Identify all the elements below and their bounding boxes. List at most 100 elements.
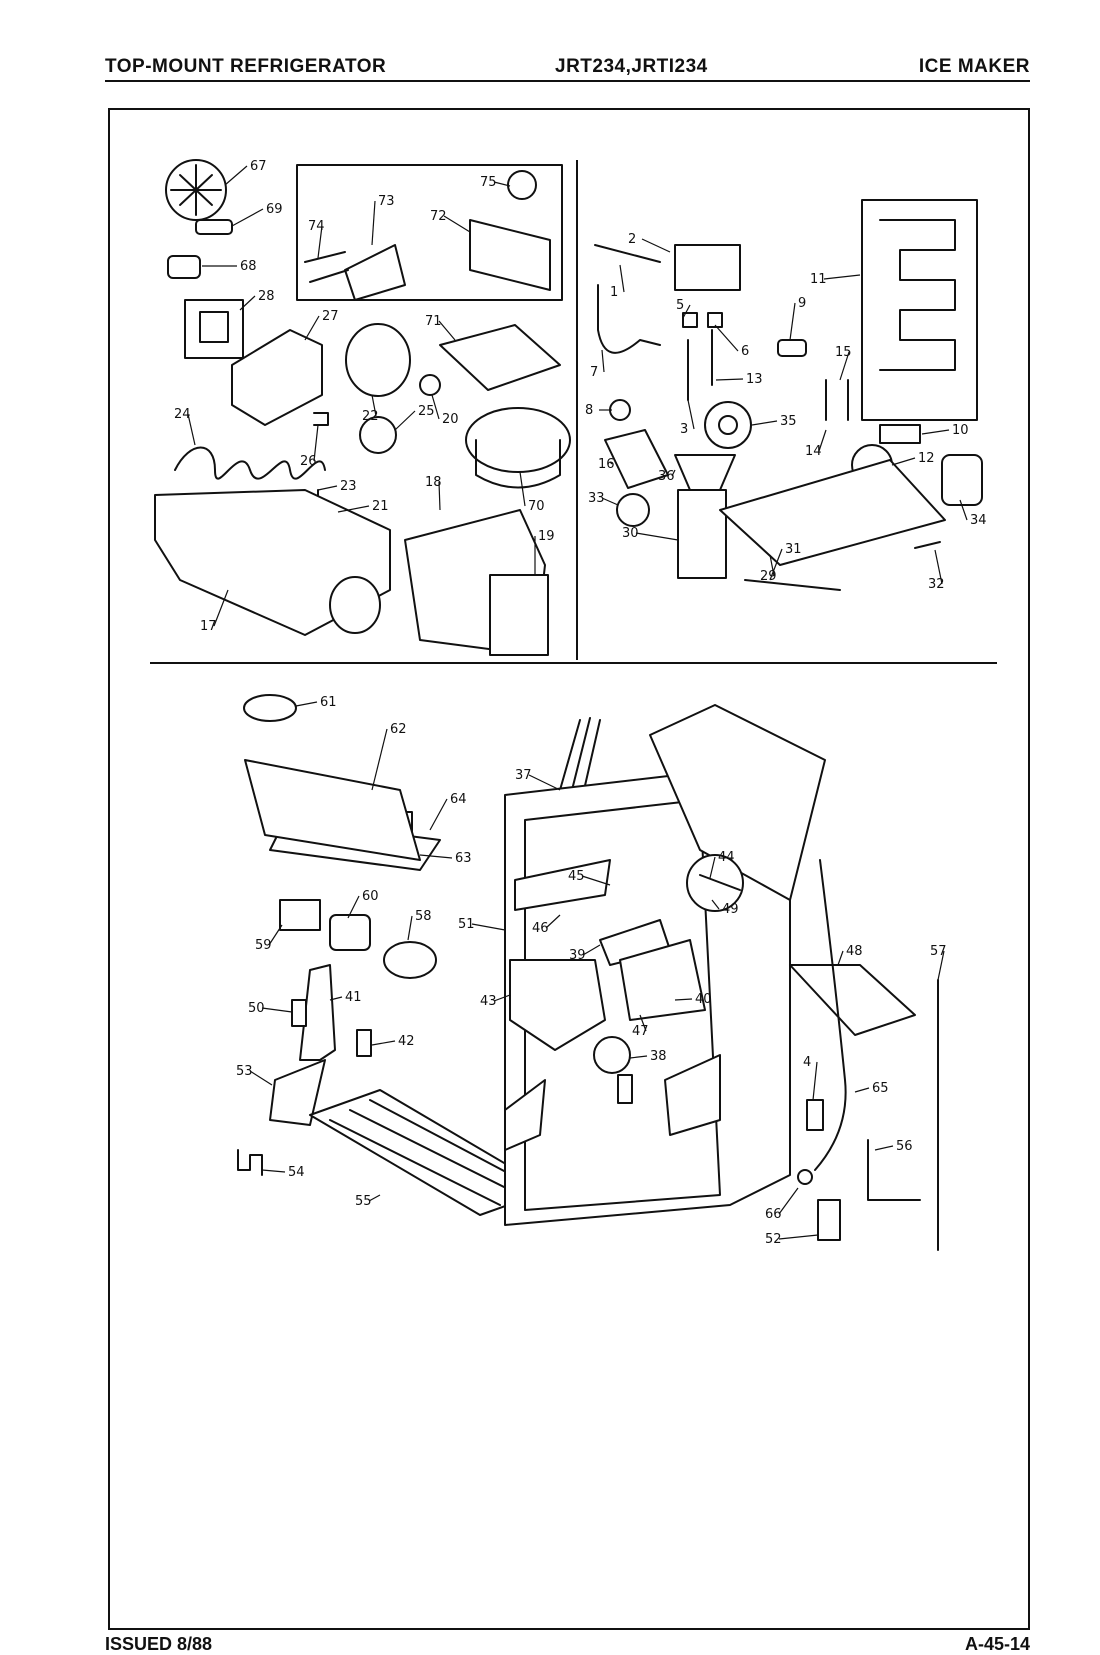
part-ice-bin-17: [154, 489, 391, 636]
callout-label-9: 9: [798, 296, 806, 311]
part-fitting-66: [817, 1199, 841, 1241]
callout-label-19: 19: [538, 529, 555, 544]
callout-leader-1: [619, 264, 625, 293]
callout-label-55: 55: [355, 1194, 372, 1209]
part-gear-67: [165, 159, 227, 221]
part-switch-68: [167, 255, 201, 279]
callout-label-45: 45: [568, 869, 585, 884]
callout-label-58: 58: [415, 909, 432, 924]
callout-leader-75: [493, 181, 511, 187]
part-gear-33: [616, 493, 650, 527]
callout-label-2: 2: [628, 232, 636, 247]
callout-label-62: 62: [390, 722, 407, 737]
part-gear-25: [359, 416, 397, 454]
part-hose-7: [597, 284, 661, 354]
callout-label-1: 1: [610, 285, 618, 300]
callout-leader-5: [682, 304, 691, 319]
footer-issued-date: ISSUED 8/88: [105, 1634, 213, 1654]
callout-leader-12: [891, 457, 916, 466]
header-title-left: TOP-MOUNT REFRIGERATOR: [105, 56, 387, 77]
callout-label-40: 40: [695, 992, 712, 1007]
callout-leader-13: [715, 378, 744, 381]
callout-leader-56: [874, 1145, 894, 1151]
part-bushing-20: [419, 374, 441, 396]
callout-label-17: 17: [200, 619, 217, 634]
part-ice-chute-upper: [649, 704, 826, 901]
part-nut-5: [682, 312, 698, 328]
callout-label-15: 15: [835, 345, 852, 360]
callout-label-20: 20: [442, 412, 459, 427]
callout-leader-71: [438, 320, 456, 341]
callout-leader-14: [818, 429, 827, 452]
part-tube-1: [594, 244, 661, 263]
callout-label-75: 75: [480, 175, 497, 190]
part-fill-cup-36: [674, 454, 736, 491]
callout-label-71: 71: [425, 314, 442, 329]
callout-leader-36: [671, 469, 676, 477]
callout-leader-23: [317, 485, 338, 491]
callout-label-67: 67: [250, 159, 267, 174]
callout-leader-2: [641, 238, 671, 253]
part-grommet-8: [609, 399, 631, 421]
part-flap-19: [489, 574, 549, 656]
part-shield-72: [469, 219, 551, 291]
header-model-numbers: JRT234,JRTI234: [555, 56, 708, 77]
callout-leader-70: [519, 471, 526, 507]
callout-leader-15: [839, 351, 850, 381]
callout-label-54: 54: [288, 1165, 305, 1180]
callout-leader-43: [493, 994, 511, 1002]
part-bushing-40: [593, 1036, 631, 1074]
part-mold-housing-70: [465, 407, 571, 489]
callout-leader-67: [224, 165, 248, 186]
callout-leader-48: [837, 950, 844, 966]
callout-label-64: 64: [450, 792, 467, 807]
callout-leader-59: [268, 924, 283, 946]
callout-label-53: 53: [236, 1064, 253, 1079]
part-motor-75: [507, 170, 537, 200]
part-switch-34: [941, 454, 983, 506]
part-bracket-49: [514, 859, 611, 911]
part-pad-42b: [504, 1079, 546, 1151]
callout-label-27: 27: [322, 309, 339, 324]
callout-leader-69: [231, 208, 264, 227]
callout-label-59: 59: [255, 938, 272, 953]
part-spring-53: [237, 1149, 263, 1176]
callout-label-48: 48: [846, 944, 863, 959]
part-valve-28: [184, 299, 244, 359]
callout-label-13: 13: [746, 372, 763, 387]
callout-leader-55: [368, 1194, 381, 1202]
part-heater-coil-24: [174, 446, 326, 480]
part-connector-69: [195, 219, 233, 235]
part-wire-31: [744, 579, 841, 591]
part-switch-61: [243, 694, 297, 722]
callout-label-30: 30: [622, 526, 639, 541]
part-bulb-58: [383, 941, 437, 979]
callout-leader-74: [317, 225, 323, 259]
callout-label-16: 16: [598, 457, 615, 472]
callout-label-11: 11: [810, 272, 827, 287]
callout-label-49: 49: [722, 902, 739, 917]
part-pad-42a: [269, 1059, 326, 1126]
part-tube-16: [604, 429, 669, 489]
callout-leader-9: [789, 302, 796, 341]
part-clip-50c: [617, 1074, 633, 1104]
callout-leader-54: [261, 1169, 286, 1173]
callout-label-43: 43: [480, 994, 497, 1009]
callout-leader-25: [394, 410, 416, 431]
part-bracket-10: [879, 424, 921, 444]
callout-leader-39: [582, 944, 601, 956]
callout-label-35: 35: [780, 414, 797, 429]
callout-leader-32: [934, 549, 943, 585]
part-clip-50b: [356, 1029, 372, 1057]
callout-label-44: 44: [718, 850, 735, 865]
callout-label-57: 57: [930, 944, 947, 959]
callout-label-73: 73: [378, 194, 395, 209]
callout-label-42: 42: [398, 1034, 415, 1049]
callout-label-66: 66: [765, 1207, 782, 1222]
callout-leader-61: [295, 701, 318, 707]
callout-label-32: 32: [928, 577, 945, 592]
callout-label-18: 18: [425, 475, 442, 490]
callout-leader-18: [438, 481, 441, 511]
part-arm-39: [509, 959, 606, 1051]
